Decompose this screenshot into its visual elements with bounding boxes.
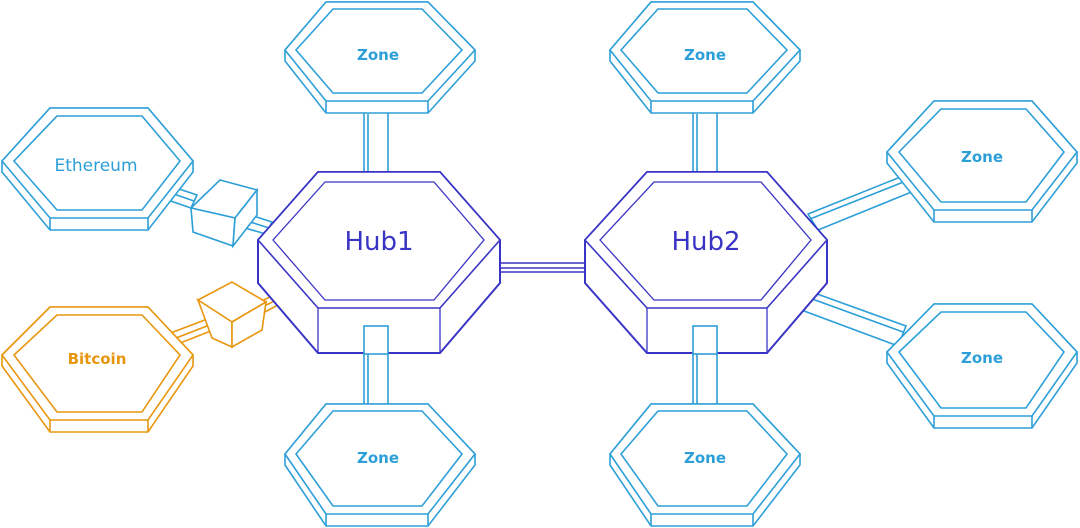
hub-nodes: Hub1 Hub2 <box>256 171 829 354</box>
hub2-node: Hub2 <box>583 171 829 354</box>
zone-label: Zone <box>684 46 726 64</box>
link-hub1-zone-top <box>363 111 389 175</box>
zone-node: Zone <box>609 403 802 527</box>
zone-label: Zone <box>357 46 399 64</box>
hub1-label: Hub1 <box>344 227 413 257</box>
link-hub1-hub2 <box>492 262 595 273</box>
zone-node: Zone <box>608 1 802 114</box>
hub2-label: Hub2 <box>671 227 740 257</box>
ethereum-peg-zone-cube <box>189 179 259 249</box>
ethereum-label: Ethereum <box>54 156 137 176</box>
link-hub2-zone-top <box>692 111 718 175</box>
bitcoin-node: Bitcoin <box>0 306 195 433</box>
ethereum-node: Ethereum <box>0 107 195 231</box>
zone-label: Zone <box>961 148 1003 166</box>
hub-link-stubs <box>363 325 718 355</box>
zone-label: Zone <box>684 449 726 467</box>
link-hub2-zone-right-top <box>806 175 916 231</box>
zone-node: Zone <box>284 403 477 527</box>
zone-label: Zone <box>961 349 1003 367</box>
zone-label: Zone <box>357 449 399 467</box>
hub1-node: Hub1 <box>256 171 502 354</box>
zone-node: Zone <box>885 100 1079 223</box>
zone-node: Zone <box>885 303 1079 429</box>
bitcoin-label: Bitcoin <box>68 350 127 368</box>
zone-node: Zone <box>283 1 477 114</box>
bitcoin-peg-zone-cube <box>196 281 268 349</box>
